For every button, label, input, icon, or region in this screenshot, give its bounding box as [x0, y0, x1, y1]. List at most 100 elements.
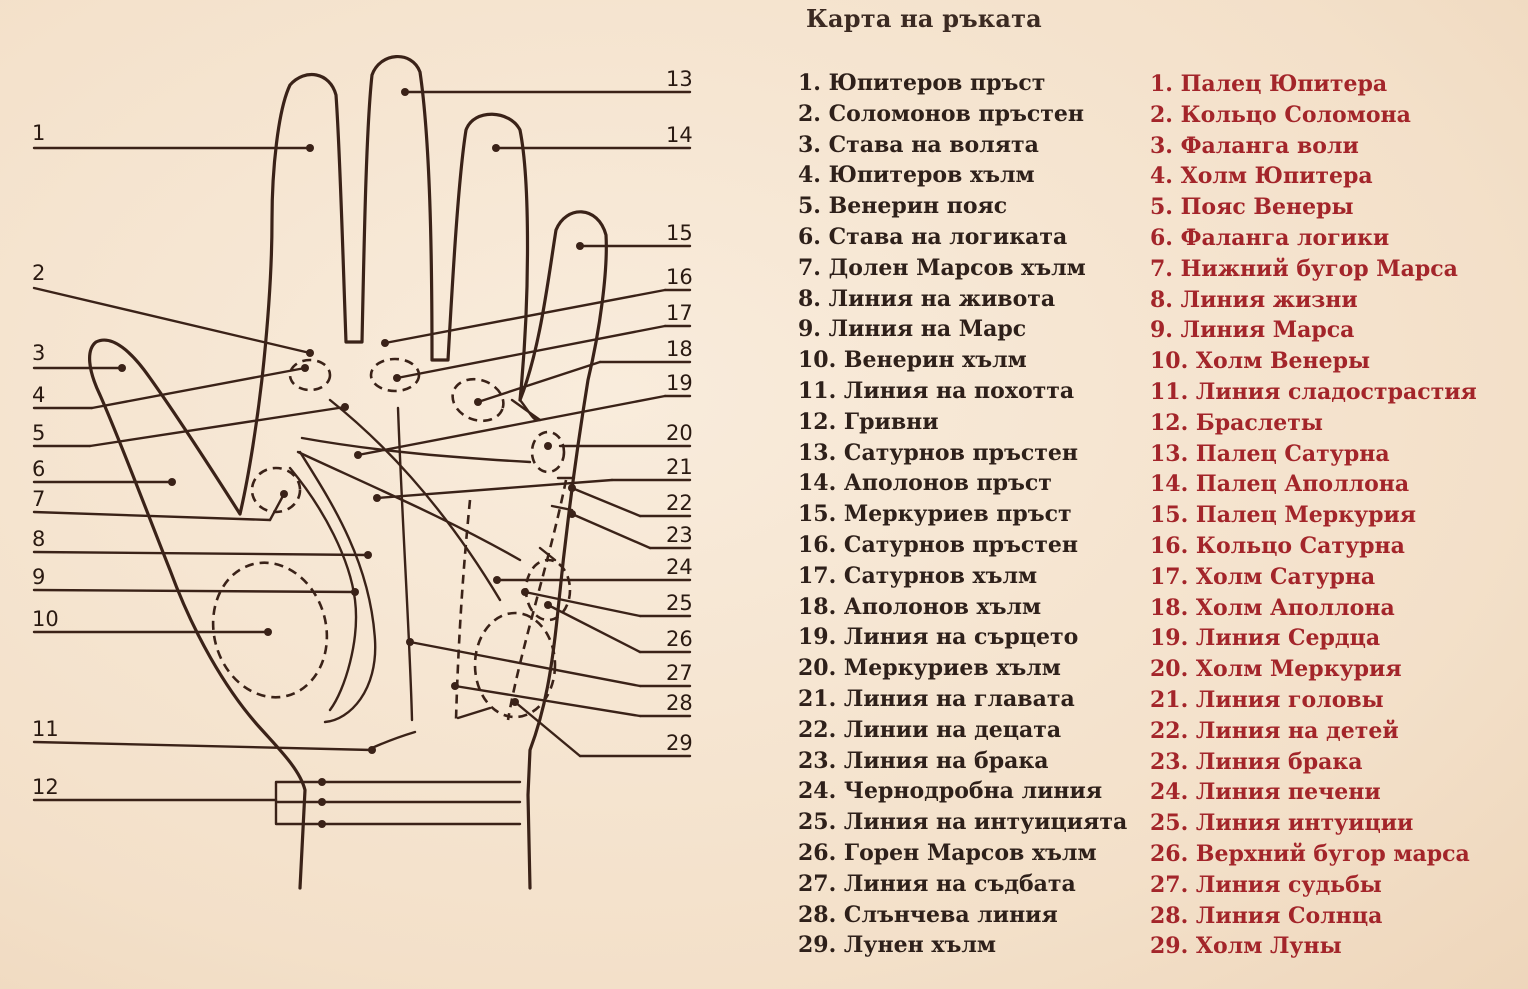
legend-item-ru: 7. Нижний бугор Марса [1150, 255, 1458, 282]
legend-item-bg: 20. Меркуриев хълм [798, 655, 1061, 682]
legend-item-ru: 1. Палец Юпитера [1150, 71, 1388, 97]
legend-item-bg: 14. Аполонов пръст [798, 470, 1052, 497]
legend-item-bg: 15. Меркуриев пръст [798, 501, 1072, 528]
label-2: 2 [32, 261, 45, 285]
finger-base-lines [344, 340, 538, 422]
legend-item-bg: 18. Аполонов хълм [798, 593, 1042, 620]
legend-item-bg: 10. Венерин хълм [798, 347, 1027, 374]
legend-item-ru: 2. Кольцо Соломона [1150, 101, 1411, 128]
mount-jupiter [288, 358, 332, 392]
legend-item-ru: 17. Холм Сатурна [1150, 563, 1376, 590]
legend-item-bg: 12. Гривни [798, 408, 939, 435]
mount-saturn [369, 357, 421, 393]
label-20: 20 [666, 421, 693, 445]
legend-item-ru: 13. Палец Сатурна [1150, 440, 1390, 467]
label-6: 6 [32, 457, 45, 481]
legend-item-bg: 28. Слънчева линия [798, 901, 1058, 928]
label-11: 11 [32, 717, 59, 741]
hand-outline [88, 55, 608, 890]
legend-item-bg: 17. Сатурнов хълм [798, 562, 1038, 589]
mars-line [288, 466, 358, 712]
legend-item-ru: 11. Линия сладострастия [1150, 378, 1477, 405]
label-3: 3 [32, 341, 45, 365]
label-7: 7 [32, 487, 45, 511]
legend-item-ru: 28. Линия Солнца [1150, 902, 1383, 929]
legend-item-bg: 19. Линия на сърцето [798, 624, 1079, 651]
lust-line [370, 730, 417, 750]
legend-item-ru: 23. Линия брака [1150, 748, 1363, 775]
label-29: 29 [666, 731, 693, 755]
label-13: 13 [666, 67, 693, 91]
legend-item-bg: 1. Юпитеров пръст [798, 70, 1046, 96]
label-9: 9 [32, 565, 45, 589]
legend-item-ru: 16. Кольцо Сатурна [1150, 532, 1405, 559]
legend-item-ru: 15. Палец Меркурия [1150, 502, 1417, 529]
legend-item-bg: 8. Линия на живота [798, 285, 1056, 312]
label-27: 27 [666, 661, 693, 685]
liver-line [506, 479, 568, 721]
legend-item-bg: 26. Горен Марсов хълм [798, 839, 1097, 866]
legend-item-ru: 3. Фаланга воли [1150, 132, 1359, 159]
legend-item-bg: 22. Линии на децата [798, 716, 1062, 743]
label-14: 14 [666, 123, 693, 147]
palm-diagram: 1 2 3 4 5 6 7 8 9 10 11 12 13 14 15 16 1… [32, 55, 693, 890]
legend-item-bg: 13. Сатурнов пръстен [798, 439, 1079, 466]
legend-item-ru: 21. Линия головы [1150, 686, 1384, 713]
label-8: 8 [32, 527, 45, 551]
life-line [298, 450, 377, 724]
heart-line [300, 436, 532, 464]
legend-item-bg: 11. Линия на похотта [798, 377, 1075, 404]
legend-item-bg: 3. Става на волята [798, 131, 1039, 158]
legend-item-ru: 20. Холм Меркурия [1150, 656, 1402, 683]
legend-item-ru: 6. Фаланга логики [1150, 224, 1390, 251]
intuition-line [456, 398, 557, 720]
label-23: 23 [666, 523, 693, 547]
label-28: 28 [666, 691, 693, 715]
head-line [296, 450, 522, 562]
mount-venus [211, 561, 329, 699]
legend-item-ru: 8. Линия жизни [1150, 286, 1358, 313]
page-title: Карта на ръката [806, 4, 1042, 33]
legend-item-ru: 18. Холм Аполлона [1150, 594, 1395, 621]
label-10: 10 [32, 607, 59, 631]
legend-item-bg: 16. Сатурнов пръстен [798, 531, 1079, 558]
label-15: 15 [666, 221, 693, 245]
fate-line [396, 406, 414, 722]
marriage-line [550, 504, 574, 512]
mount-apollo [451, 377, 505, 423]
label-18: 18 [666, 337, 693, 361]
legend-item-bg: 2. Соломонов пръстен [798, 100, 1084, 127]
bracelet-lines [274, 780, 522, 826]
label-4: 4 [32, 383, 45, 407]
girdle-venus [328, 398, 502, 602]
label-12: 12 [32, 775, 59, 799]
legend-item-bg: 6. Става на логиката [798, 223, 1068, 250]
legend-item-ru: 5. Пояс Венеры [1150, 194, 1354, 221]
legend-item-ru: 12. Браслеты [1150, 409, 1323, 436]
label-24: 24 [666, 555, 693, 579]
legend-item-ru: 25. Линия интуиции [1150, 810, 1414, 837]
bulgarian-legend-list: 1. Юпитеров пръст 2. Соломонов пръстен 3… [798, 68, 1127, 961]
label-26: 26 [666, 627, 693, 651]
legend-item-ru: 29. Холм Луны [1150, 933, 1342, 960]
mount-mercury [530, 430, 566, 474]
legend-item-bg: 5. Венерин пояс [798, 193, 1008, 220]
legend-item-bg: 21. Линия на главата [798, 685, 1075, 712]
legend-item-bg: 25. Линия на интуицията [798, 809, 1128, 836]
label-19: 19 [666, 371, 693, 395]
label-22: 22 [666, 491, 693, 515]
legend-item-bg: 9. Линия на Марс [798, 316, 1027, 343]
diagram-number-labels: 1 2 3 4 5 6 7 8 9 10 11 12 13 14 15 16 1… [32, 67, 693, 799]
label-25: 25 [666, 591, 693, 615]
legend-item-ru: 10. Холм Венеры [1150, 348, 1371, 375]
legend-item-ru: 19. Линия Сердца [1150, 625, 1381, 652]
legend-item-bg: 27. Линия на съдбата [798, 870, 1076, 897]
leader-lines [32, 88, 692, 828]
legend-item-ru: 9. Линия Марса [1150, 317, 1355, 344]
label-5: 5 [32, 421, 45, 445]
legend-item-bg: 23. Линия на брака [798, 747, 1049, 774]
label-17: 17 [666, 301, 693, 325]
label-16: 16 [666, 265, 693, 289]
mount-lower-mars [250, 466, 302, 514]
legend-item-ru: 22. Линия на детей [1150, 717, 1399, 744]
